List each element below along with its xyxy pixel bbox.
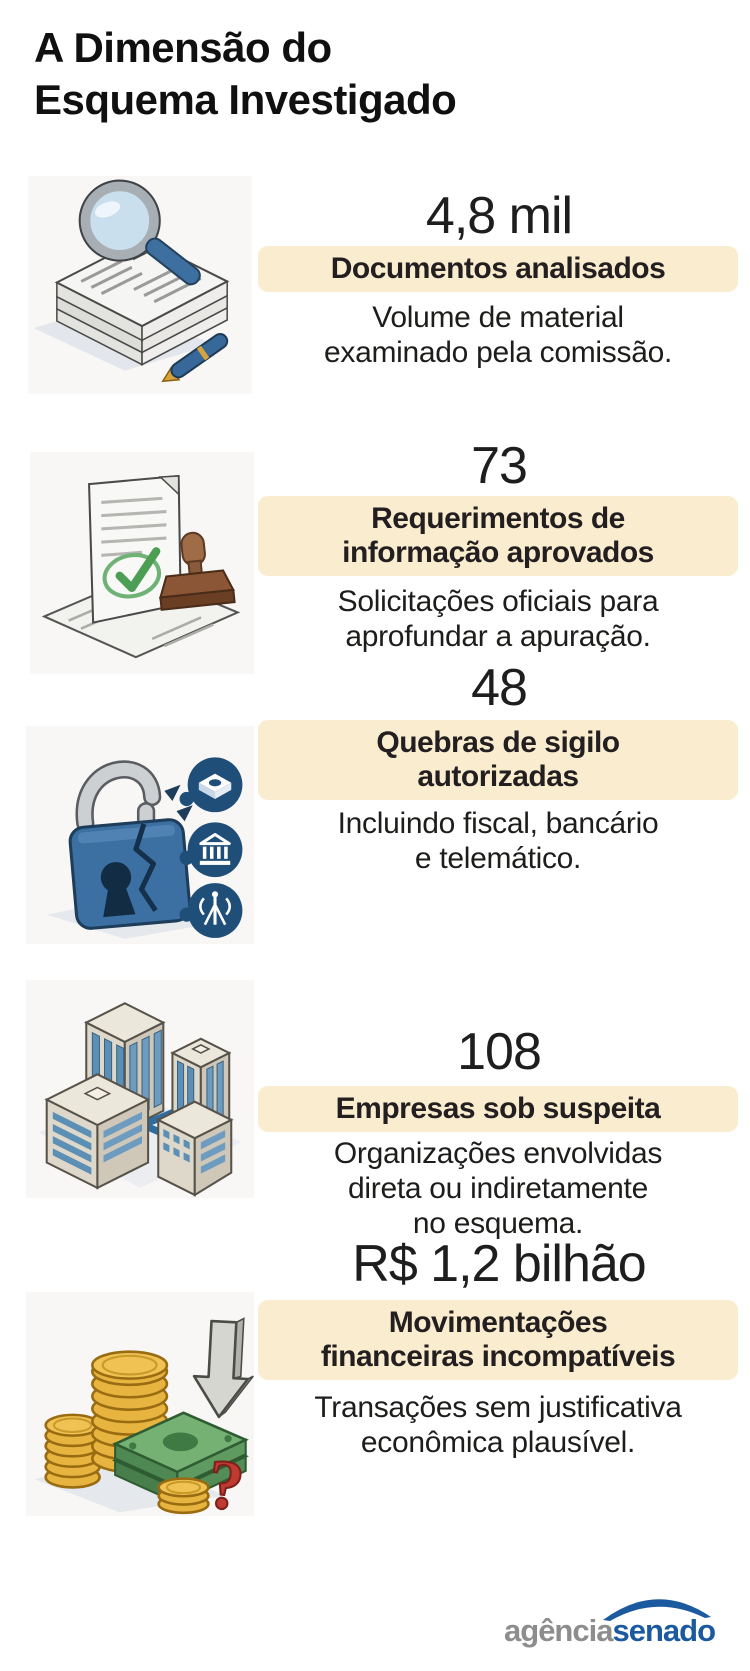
broken-padlock-icon — [26, 726, 254, 944]
connected-buildings-icon — [26, 980, 254, 1198]
cash-badge — [187, 757, 243, 813]
down-arrow — [192, 1317, 254, 1419]
stat-number: 4,8 mil — [425, 187, 573, 245]
stat-label: Requerimentos de informação aprovados — [342, 502, 654, 569]
stat-highlight: Quebras de sigilo autorizadas — [258, 720, 738, 800]
senado-swoosh-icon — [603, 1599, 711, 1621]
shackle — [75, 760, 162, 837]
spark — [176, 805, 193, 822]
stat-label: Quebras de sigilo autorizadas — [376, 726, 620, 793]
stat-highlight: Documentos analisados — [258, 246, 738, 292]
connected-buildings-illustration — [38, 1002, 242, 1197]
bill-stack — [111, 1411, 249, 1505]
antenna-badge — [187, 883, 243, 938]
stat-description: Organizações envolvidas direta ou indire… — [333, 1137, 663, 1240]
stat-number: R$ 1,2 bilhão — [352, 1235, 646, 1293]
stat-label: Movimentações financeiras incompatíveis — [320, 1306, 676, 1373]
lock-body — [68, 818, 192, 930]
stat-highlight: Requerimentos de informação aprovados — [258, 496, 738, 576]
approved-check — [102, 547, 162, 599]
pen — [161, 333, 229, 383]
stat-description: Transações sem justificativa econômica p… — [314, 1391, 682, 1459]
paper-stack — [54, 237, 230, 366]
stat-highlight: Movimentações financeiras incompatíveis — [258, 1300, 738, 1380]
stamped-document-icon — [30, 452, 254, 674]
money-loss-illustration: ? — [34, 1317, 254, 1516]
crack — [133, 823, 158, 912]
magnifier — [78, 179, 201, 286]
building-4 — [155, 1100, 234, 1197]
stat-number: 73 — [471, 437, 528, 495]
stat-description: Volume de material examinado pela comiss… — [324, 301, 672, 369]
stat-number: 108 — [457, 1023, 542, 1081]
question-mark-glyph: ? — [204, 1445, 247, 1516]
spark — [164, 784, 181, 802]
documents-magnifier-icon — [28, 176, 252, 394]
logo-wordmark: agênciasenado — [504, 1613, 716, 1648]
coin-stack-small-bottom — [157, 1477, 210, 1515]
stamp — [159, 531, 236, 611]
coin-stack-small-left — [44, 1413, 101, 1489]
stat-description: Incluindo fiscal, bancário e telemático. — [337, 807, 659, 875]
bank-badge — [187, 822, 243, 878]
stat-highlight: Empresas sob suspeita — [258, 1086, 738, 1132]
money-loss-icon: ? — [26, 1292, 254, 1516]
stat-label: Documentos analisados — [330, 252, 666, 285]
stat-number: 48 — [471, 659, 528, 717]
documents-magnifier-illustration — [33, 179, 230, 383]
agencia-senado-logo: agênciasenado — [504, 1594, 716, 1658]
logo-suffix: senado — [612, 1613, 716, 1648]
page-lines — [101, 496, 167, 557]
stat-label: Empresas sob suspeita — [335, 1092, 661, 1125]
logo-prefix: agência — [504, 1613, 613, 1648]
building-3 — [44, 1073, 151, 1190]
stamped-document-illustration — [41, 474, 241, 659]
page-title: A Dimensão do Esquema Investigado — [34, 24, 457, 123]
broken-padlock-illustration — [46, 757, 243, 939]
stat-description: Solicitações oficiais para aprofundar a … — [337, 585, 659, 653]
